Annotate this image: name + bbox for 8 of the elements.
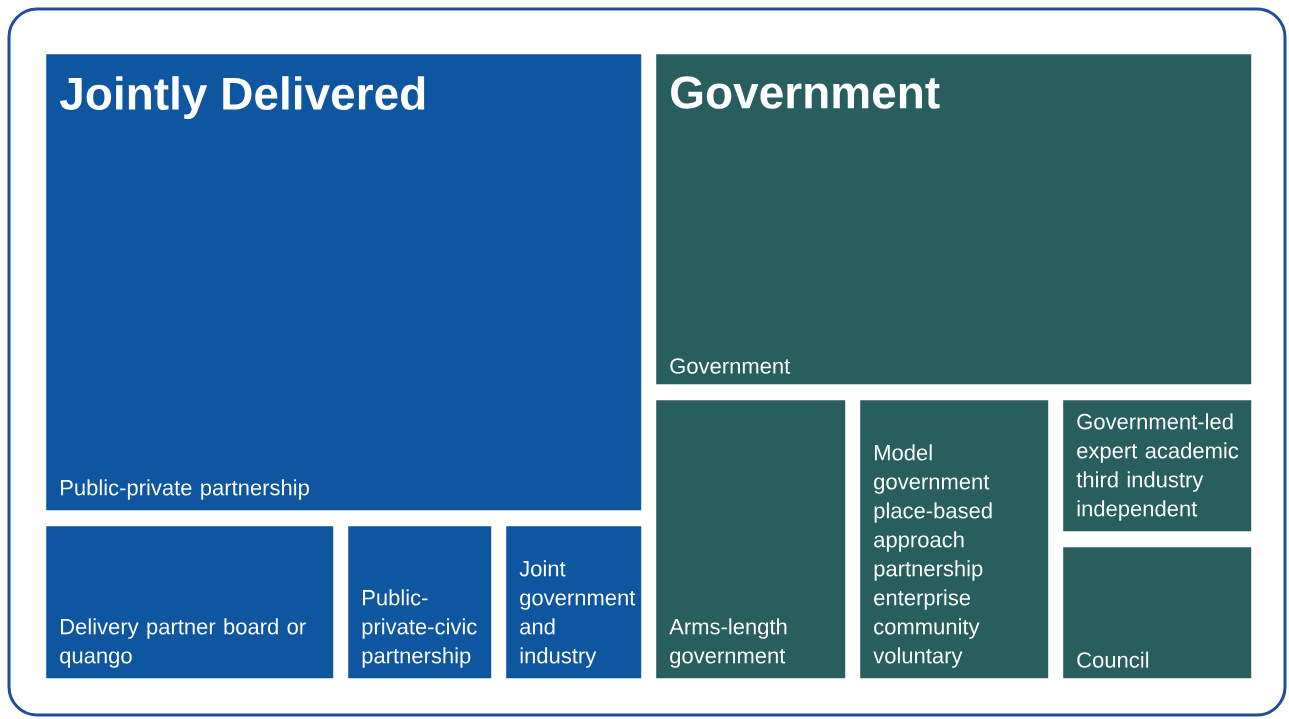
treemap-tile: Public-private-civic partnership [348,526,492,679]
treemap-tile: Model government place-based approach partnership enterprise community voluntary [860,400,1049,679]
treemap-tile: Jointly Delivered Public-private partnership [46,54,642,511]
treemap-tile: Joint government and industry [506,526,642,679]
treemap-tile: Arms-length government [656,400,846,679]
treemap-tile: Delivery partner board or quango [46,526,334,679]
treemap-tile: Government-led expert academic third industry independent [1063,400,1252,532]
treemap-tile: Council [1063,547,1252,679]
